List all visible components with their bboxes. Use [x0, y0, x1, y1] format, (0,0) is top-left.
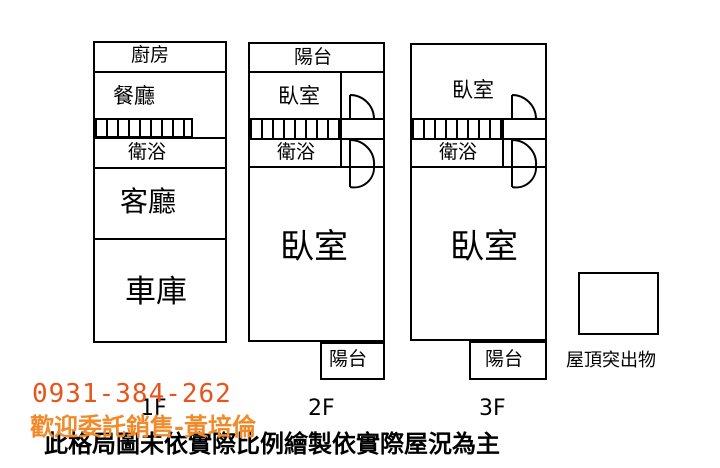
agent-advert: 歡迎委託銷售-黃培倫	[30, 412, 256, 441]
floor-1f-plan	[93, 41, 227, 343]
staircase	[248, 118, 340, 140]
floor-3f-name: 3F	[479, 396, 506, 421]
roof-structure-label: 屋頂突出物	[566, 350, 656, 371]
door-swing-2f-upper	[349, 93, 375, 119]
room-bedroom-large-label: 臥室	[450, 227, 518, 267]
room-bath-label: 衛浴	[277, 141, 316, 163]
staircase	[93, 118, 193, 138]
room-balcony-bottom-label: 陽台	[329, 348, 368, 370]
agent-phone-number: 0931-384-262	[32, 379, 232, 409]
room-dining-label: 餐廳	[113, 84, 155, 108]
door-swing-3f-lower	[511, 138, 538, 189]
staircase	[410, 118, 502, 140]
stair-landing	[502, 118, 547, 140]
wall	[248, 71, 385, 73]
room-kitchen-label: 廚房	[131, 44, 170, 66]
wall	[93, 167, 227, 169]
room-balcony-bottom-label: 陽台	[485, 348, 524, 370]
roof-structure	[578, 272, 659, 335]
room-bath-label: 衛浴	[439, 141, 478, 163]
wall	[93, 71, 227, 73]
door-swing-2f-lower	[349, 138, 376, 189]
floor-2f-name: 2F	[308, 396, 335, 421]
disclaimer-caption: 此格局圖未依實際比例繪製依實際屋況為主	[44, 430, 500, 458]
room-garage-label: 車庫	[125, 274, 187, 310]
wall	[248, 166, 385, 168]
room-bedroom-small-label: 臥室	[278, 84, 320, 108]
room-bath-label: 衛浴	[128, 141, 167, 163]
balcony-3f	[469, 341, 547, 380]
wall	[502, 118, 504, 168]
room-bedroom-small-label: 臥室	[452, 78, 494, 102]
stair-landing	[340, 118, 385, 140]
door-swing-3f-upper	[511, 93, 537, 119]
room-balcony-top-label: 陽台	[294, 46, 333, 68]
floor-1f-name: 1F	[140, 396, 167, 421]
room-living-label: 客廳	[120, 185, 177, 218]
wall	[410, 166, 547, 168]
balcony-2f	[320, 342, 385, 380]
room-bedroom-large-label: 臥室	[280, 227, 348, 267]
floor-3f-plan	[410, 43, 547, 341]
wall	[93, 238, 227, 240]
floor-2f-plan	[248, 42, 385, 342]
wall	[93, 137, 227, 139]
